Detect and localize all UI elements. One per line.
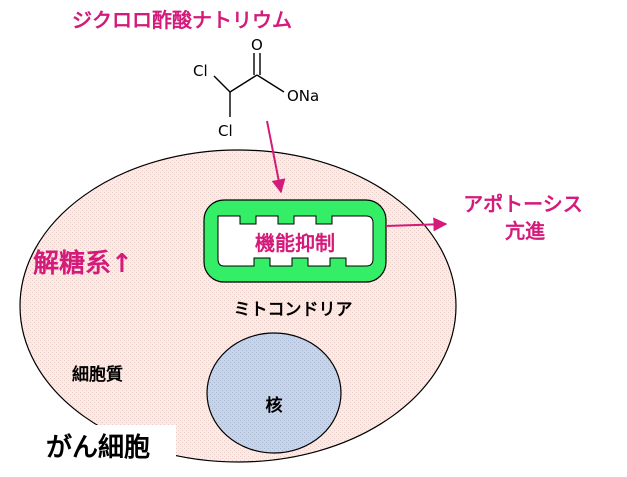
nucleus-label: 核: [266, 395, 283, 416]
mitochondria-effect-label: 機能抑制: [255, 231, 335, 255]
atom-sodium-oxide: ONa: [287, 87, 319, 105]
cytoplasm-label: 細胞質: [72, 364, 123, 385]
bond-c-c: [229, 74, 258, 93]
mitochondria-cristae: [217, 215, 374, 267]
cancer-cell-label-backdrop: [38, 425, 176, 465]
atom-chlorine-lower: Cl: [218, 122, 233, 140]
compound-title: ジクロロ酢酸ナトリウム: [72, 8, 292, 32]
apoptosis-arrow: [385, 217, 448, 232]
inhibition-arrow: [266, 120, 286, 194]
dichloroacetate-structure: O Cl Cl ONa: [193, 36, 319, 140]
glycolysis-label: 解糖系↑: [33, 248, 133, 279]
nucleus: [206, 332, 342, 454]
mitochondria: 機能抑制: [203, 199, 387, 283]
cancer-cell-label: がん細胞: [46, 432, 150, 463]
bond-cl-c: [213, 75, 231, 93]
bond-c-o: [256, 74, 285, 93]
mitochondria-label: ミトコンドリア: [234, 300, 353, 320]
apoptosis-label: アポトーシス: [463, 192, 583, 216]
atom-oxygen: O: [251, 36, 263, 54]
atom-chlorine-upper: Cl: [193, 62, 208, 80]
apoptosis-increase-label: 亢進: [505, 219, 545, 243]
